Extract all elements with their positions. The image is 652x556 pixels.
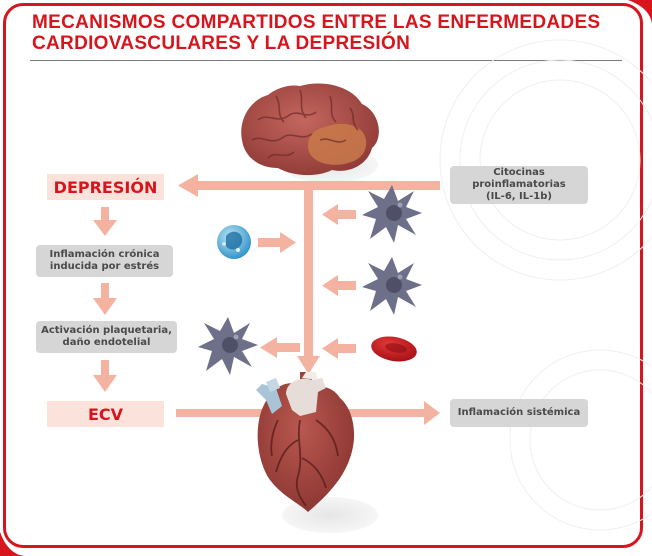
red-blood-cell-icon (371, 336, 417, 362)
arrow-vertical-to-heart (297, 190, 320, 374)
title-line-1: MECANISMOS COMPARTIDOS ENTRE LAS ENFERME… (32, 12, 601, 33)
macrophage-icon-3 (198, 317, 258, 375)
citocinas-box: Citocinas proinflamatorias (IL-6, IL-1b) (450, 166, 588, 204)
arrow-inflamacion-to-activacion (93, 283, 117, 315)
macrophage-icon-1 (362, 185, 422, 243)
activacion-line-2: daño endotelial (62, 337, 151, 348)
arrow-citocinas-to-depresion (178, 174, 440, 197)
activacion-plaquetaria-box: Activación plaquetaria, daño endotelial (36, 321, 177, 353)
activacion-line-1: Activación plaquetaria, (41, 325, 172, 336)
inflamacion-cronica-line-2: inducida por estrés (49, 261, 160, 272)
inflamacion-sistemica-box: Inflamación sistémica (450, 399, 588, 427)
citocinas-line-1: Citocinas proinflamatorias (472, 167, 566, 190)
heart-icon (256, 372, 355, 512)
brain-icon (241, 83, 379, 176)
arrow-macrophage1-in (322, 204, 356, 225)
arrow-macrophage2-in (322, 275, 356, 296)
arrow-monocyte-in (258, 232, 296, 253)
arrow-out-to-macrophage (260, 337, 300, 358)
depresion-box: DEPRESIÓN (47, 174, 164, 200)
ecv-box: ECV (47, 401, 164, 427)
background-decor (439, 39, 652, 531)
citocinas-line-2: (IL-6, IL-1b) (486, 191, 552, 202)
vessel-aorta (286, 378, 326, 416)
depresion-label: DEPRESIÓN (53, 177, 158, 197)
ecv-label: ECV (87, 404, 124, 424)
arrow-rbc-in (322, 338, 356, 359)
title-divider (30, 60, 622, 61)
arrow-activacion-to-ecv (93, 360, 117, 392)
inflamacion-sistemica-label: Inflamación sistémica (457, 407, 581, 418)
macrophage-icon-2 (362, 257, 422, 315)
monocyte-icon (217, 225, 251, 259)
arrow-depresion-to-inflamacion (93, 207, 117, 236)
infographic-title: MECANISMOS COMPARTIDOS ENTRE LAS ENFERME… (32, 12, 612, 54)
inflamacion-cronica-line-1: Inflamación crónica (49, 249, 160, 260)
title-line-2: CARDIOVASCULARES Y LA DEPRESIÓN (32, 33, 411, 54)
vessel-blue (256, 384, 282, 414)
inflamacion-cronica-box: Inflamación crónica inducida por estrés (36, 245, 173, 277)
